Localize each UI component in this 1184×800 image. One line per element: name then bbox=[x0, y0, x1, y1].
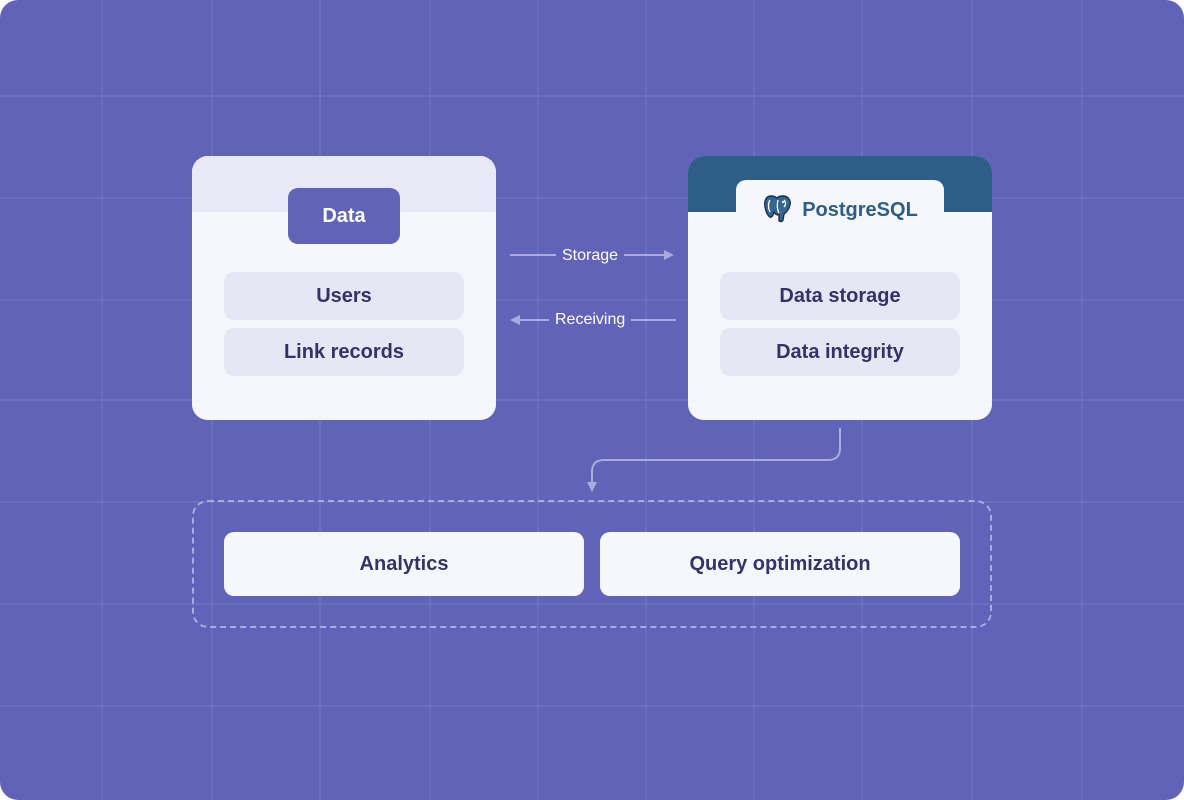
data-integrity-item: Data integrity bbox=[720, 328, 960, 376]
postgresql-badge: PostgreSQL bbox=[736, 180, 944, 240]
postgresql-card: PostgreSQL Data storage Data integrity bbox=[688, 156, 992, 420]
downflow-arrow-line bbox=[591, 428, 841, 484]
receiving-label: Receiving bbox=[549, 310, 632, 330]
postgresql-elephant-icon bbox=[762, 192, 794, 229]
link-records-item: Link records bbox=[224, 328, 464, 376]
query-optimization-card: Query optimization bbox=[600, 532, 960, 596]
storage-label: Storage bbox=[556, 246, 625, 266]
data-card-title: Data bbox=[288, 188, 400, 244]
users-item: Users bbox=[224, 272, 464, 320]
downflow-arrowhead bbox=[587, 482, 597, 492]
capabilities-container bbox=[192, 500, 992, 628]
postgresql-title: PostgreSQL bbox=[802, 198, 918, 221]
receiving-arrowhead bbox=[510, 315, 520, 325]
analytics-card: Analytics bbox=[224, 532, 584, 596]
data-card: Data Users Link records bbox=[192, 156, 496, 420]
data-storage-item: Data storage bbox=[720, 272, 960, 320]
storage-arrowhead bbox=[664, 250, 674, 260]
